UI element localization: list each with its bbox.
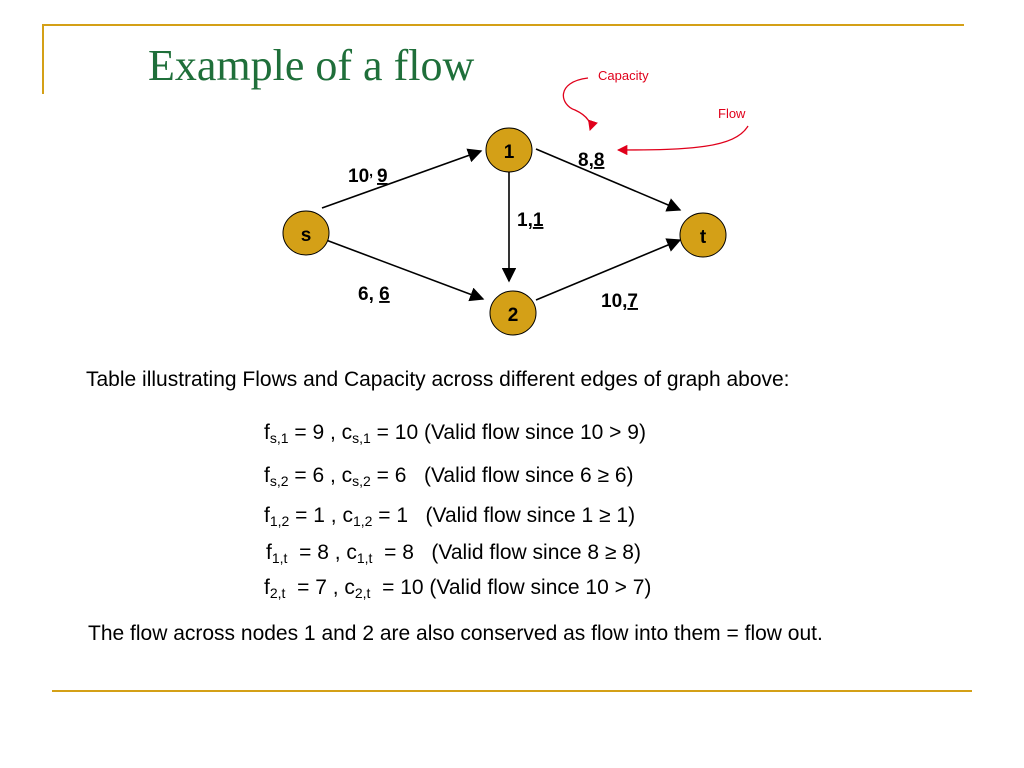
frame-top-line [42,24,964,26]
edge-label-2-t: 10,7 [601,291,638,312]
edge-label-1-2: 1,1 [517,210,544,231]
node-s-label: s [301,225,312,246]
node-t: t [679,212,727,258]
flow-network-diagram: Capacity Flow s 1 2 t 10,9 8,8 1,1 6, 6 … [282,68,749,336]
edge-1-t [535,148,682,212]
conservation-note: The flow across nodes 1 and 2 are also c… [88,622,823,645]
frame-left-line [42,24,44,94]
flow-row-s1: fs,1 = 9 , cs,1 = 10 (Valid flow since 1… [264,421,646,446]
table-intro-text: Table illustrating Flows and Capacity ac… [86,368,790,391]
frame-bottom-line [52,690,972,692]
capacity-annotation: Capacity [598,68,649,83]
flow-pointer-arrow [616,125,749,156]
edge-label-s-1: 10,9 [348,163,388,187]
node-2: 2 [489,290,537,336]
node-1-label: 1 [504,142,515,163]
edge-s-1 [321,148,483,209]
node-t-label: t [700,227,707,248]
flow-row-12: f1,2 = 1 , c1,2 = 1 (Valid flow since 1 … [264,504,636,529]
node-s: s [282,210,330,256]
flow-row-2t: f2,t = 7 , c2,t = 10 (Valid flow since 1… [264,576,652,601]
edge-label-1-t: 8,8 [578,150,604,171]
flow-annotation: Flow [718,106,746,121]
edge-s-2 [325,239,485,302]
node-2-label: 2 [508,305,519,326]
flow-row-1t: f1,t = 8 , c1,t = 8 (Valid flow since 8 … [266,541,641,566]
slide-title: Example of a flow [148,41,475,90]
edge-2-t [535,238,682,301]
node-1: 1 [485,127,533,173]
capacity-pointer-arrow [562,77,598,131]
edge-label-s-2: 6, 6 [358,284,390,305]
flow-row-s2: fs,2 = 6 , cs,2 = 6 (Valid flow since 6 … [264,464,634,489]
